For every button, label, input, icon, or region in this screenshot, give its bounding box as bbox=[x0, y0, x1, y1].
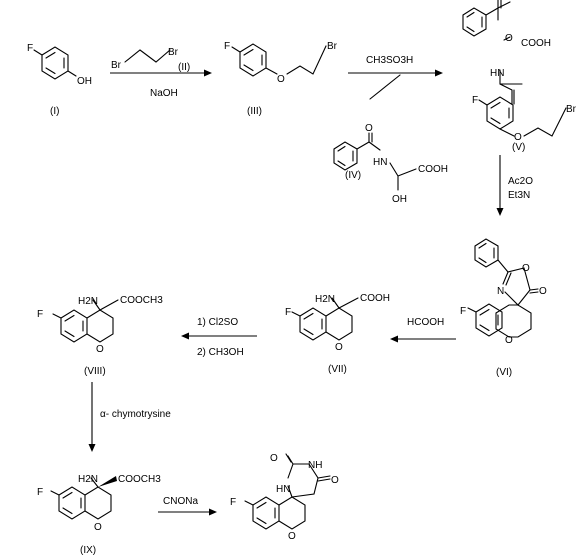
compound-ix: F H2N COOCH3 O (IX) bbox=[37, 474, 161, 556]
hydroxyl-label: OH bbox=[392, 194, 407, 205]
ether-oxygen: O bbox=[335, 342, 343, 353]
oxygen-atom: O bbox=[277, 74, 285, 85]
reagent-ch3oh: 2) CH3OH bbox=[197, 347, 244, 358]
hydroxyl-label: OH bbox=[77, 76, 92, 87]
arrow-i-to-iii: (II) NaOH bbox=[110, 62, 212, 99]
ether-oxygen: O bbox=[94, 522, 102, 533]
compound-label-v: (V) bbox=[512, 142, 525, 153]
compound-label-vi: (VI) bbox=[496, 367, 512, 378]
carbonyl-oxygen: O bbox=[331, 475, 339, 486]
compound-label-ii: (II) bbox=[178, 62, 190, 73]
compound-label-viii: (VIII) bbox=[84, 366, 106, 377]
reagent-hcooh: HCOOH bbox=[407, 317, 444, 328]
ether-oxygen: O bbox=[96, 344, 104, 355]
fluorine-atom: F bbox=[460, 306, 466, 317]
compound-i: F OH (I) bbox=[27, 43, 92, 117]
bromine-atom: Br bbox=[327, 41, 338, 52]
reagent-ac2o: Ac2O bbox=[508, 176, 533, 187]
reagent-et3n: Et3N bbox=[508, 190, 530, 201]
ring-nitrogen: N bbox=[497, 286, 504, 297]
carbonyl-oxygen: O bbox=[270, 453, 278, 464]
compound-viii: F H2N COOCH3 O (VIII) bbox=[37, 295, 163, 377]
compound-label-ix: (IX) bbox=[80, 545, 96, 556]
ether-oxygen: O bbox=[288, 531, 296, 542]
arrow-viii-to-ix: α- chymotrysine bbox=[88, 382, 171, 452]
reagent-cl2so: 1) Cl2SO bbox=[197, 317, 238, 328]
reagent-cnona: CNONa bbox=[163, 496, 198, 507]
amine-group: H2N bbox=[315, 294, 335, 305]
carbonyl-oxygen: O bbox=[505, 33, 513, 44]
reagent-chymotrypsin: α- chymotrysine bbox=[100, 409, 171, 420]
fluorine-atom: F bbox=[472, 95, 478, 106]
compound-label-vii: (VII) bbox=[328, 364, 347, 375]
hydantoin-nh: HN bbox=[276, 484, 290, 495]
methyl-ester-group: COOCH3 bbox=[120, 295, 163, 306]
compound-vi: O N O F O (VI) bbox=[460, 238, 547, 378]
amide-nh: HN bbox=[490, 68, 504, 79]
fluorine-atom: F bbox=[224, 41, 230, 52]
bromine-atom: Br bbox=[111, 60, 122, 71]
arrow-ix-to-x: CNONa bbox=[158, 496, 217, 516]
arrow-vi-to-vii: HCOOH bbox=[390, 317, 456, 343]
ring-oxygen: O bbox=[522, 263, 530, 274]
bromine-atom: Br bbox=[566, 104, 577, 115]
methyl-ester-group: COOCH3 bbox=[118, 474, 161, 485]
final-product: F HN NH O O O bbox=[230, 453, 339, 542]
amine-group: H2N bbox=[78, 474, 98, 485]
arrow-iii-to-v: CH3SO3H bbox=[348, 55, 443, 100]
fluorine-atom: F bbox=[230, 497, 236, 508]
ether-oxygen: O bbox=[514, 132, 522, 143]
carboxyl-group: COOH bbox=[360, 293, 390, 304]
fluorine-atom: F bbox=[37, 487, 43, 498]
carbonyl-oxygen: O bbox=[539, 286, 547, 297]
compound-vii: F H2N COOH O (VII) bbox=[285, 293, 390, 375]
compound-iv: O HN COOH OH (IV) bbox=[333, 123, 448, 205]
carboxyl-group: COOH bbox=[418, 164, 448, 175]
reagent-ch3so3h: CH3SO3H bbox=[366, 55, 413, 66]
fluorine-atom: F bbox=[285, 307, 291, 318]
arrow-vii-to-viii: 1) Cl2SO 2) CH3OH bbox=[181, 317, 257, 358]
bromine-atom: Br bbox=[168, 47, 179, 58]
compound-v: O COOH F O Br HN (V) bbox=[462, 0, 577, 153]
amide-nh: HN bbox=[373, 157, 387, 168]
arrow-v-to-vi: Ac2O Et3N bbox=[496, 155, 533, 216]
reagent-naoh: NaOH bbox=[150, 88, 178, 99]
reagent-ii: Br Br bbox=[111, 47, 179, 71]
ether-oxygen: O bbox=[505, 335, 513, 346]
carboxyl-group: COOH bbox=[521, 38, 551, 49]
compound-label-iii: (III) bbox=[247, 106, 262, 117]
carbonyl-oxygen: O bbox=[365, 123, 373, 134]
fluorine-atom: F bbox=[27, 43, 33, 54]
fluorine-atom: F bbox=[37, 309, 43, 320]
hydantoin-nh: NH bbox=[308, 460, 322, 471]
compound-label-i: (I) bbox=[50, 106, 59, 117]
compound-iii: F O Br (III) bbox=[224, 41, 338, 117]
compound-label-iv: (IV) bbox=[345, 170, 361, 181]
amine-group: H2N bbox=[78, 296, 98, 307]
